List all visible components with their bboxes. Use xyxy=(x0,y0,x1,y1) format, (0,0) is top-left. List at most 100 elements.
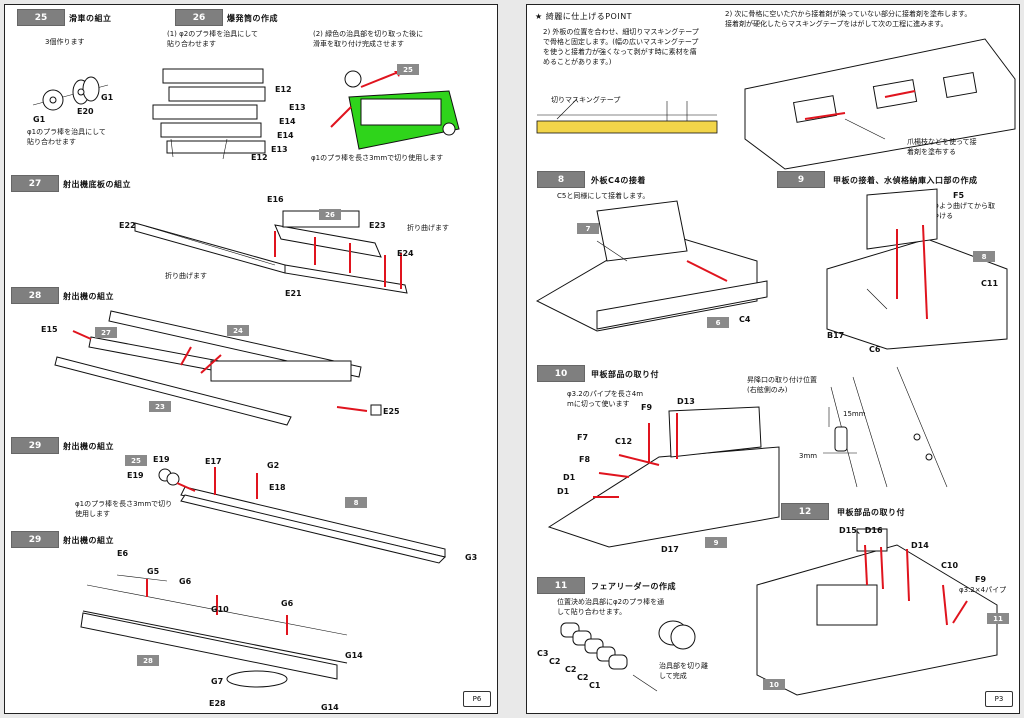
step-title-29b: 射出機の組立 xyxy=(63,536,114,545)
ref-tag-9: 9 xyxy=(705,537,727,548)
label-d14: D14 xyxy=(911,541,929,550)
s8-note: C5と同様にして接着します。 xyxy=(557,192,650,200)
label-g6: G6 xyxy=(179,577,192,586)
label-f9: F9 xyxy=(641,403,653,412)
s26-note-1: (1) φ2のプラ棒を治具にして 貼り合わせます xyxy=(167,30,259,48)
s27-fold-note-2: 折り曲げます xyxy=(165,272,207,280)
label-e6: E6 xyxy=(117,549,129,558)
label-f8: F8 xyxy=(579,455,591,464)
ref-tag-23: 23 xyxy=(149,401,171,412)
label-e19: E19 xyxy=(127,471,144,480)
label-f5: F5 xyxy=(953,191,965,200)
s26-cut-note: φ1のプラ棒を長さ3mmで切り使用します xyxy=(311,154,444,162)
hangar-entrance-diagram xyxy=(826,188,1008,350)
e25-arrow xyxy=(336,404,382,416)
label-g6: G6 xyxy=(281,599,294,608)
step-title-29a: 射出機の組立 xyxy=(63,442,114,451)
label-d1: D1 xyxy=(557,487,570,496)
label-d1: D1 xyxy=(563,473,576,482)
step-badge-11: 11 xyxy=(537,577,585,594)
label-f9: F9 xyxy=(975,575,987,584)
pulley-diagram xyxy=(32,76,109,111)
step-title-27: 射出機底板の組立 xyxy=(63,180,131,189)
ref-tag-25: 25 xyxy=(397,64,419,75)
label-e28: E28 xyxy=(209,699,226,708)
tape-diagram xyxy=(536,98,718,134)
point-note-2: 2) 次に骨格に空いた穴から接着剤が染っていない部分に接着剤を塗布します。 接着… xyxy=(725,10,972,28)
ref-tag-6: 6 xyxy=(707,317,729,328)
catapult-rail-diagram xyxy=(158,467,446,564)
fairlead-diagram xyxy=(560,620,696,692)
step-badge-10: 10 xyxy=(537,365,585,382)
label-b17: B17 xyxy=(827,331,845,340)
label-e14: E14 xyxy=(277,131,294,140)
label-e15: E15 xyxy=(41,325,58,334)
step-badge-26: 26 xyxy=(175,9,223,26)
point-note-1: 2) 外板の位置を合わせ、細切りマスキングテープ で骨格と固定します。(幅の広い… xyxy=(543,28,699,66)
s10-hatch-note: 昇降口の取り付け位置 (右舷側のみ) xyxy=(747,376,817,394)
s27-fold-note-1: 折り曲げます xyxy=(407,224,449,232)
step-title-9: 甲板の接着、水偵格納庫入口部の作成 xyxy=(833,176,978,185)
s11-note: 位置決め治具部にφ2のプラ棒を通 して貼り合わせます。 xyxy=(557,598,665,616)
label-g1: G1 xyxy=(33,115,46,124)
label-e21: E21 xyxy=(285,289,302,298)
label-e24: E24 xyxy=(397,249,414,258)
page-number: P3 xyxy=(985,691,1013,707)
hull-outer-plate-diagram xyxy=(535,200,768,332)
ref-tag-8: 8 xyxy=(973,251,995,262)
ref-tag-8: 8 xyxy=(345,497,367,508)
label-e13: E13 xyxy=(271,145,288,154)
label-c12: C12 xyxy=(615,437,633,446)
label-e18: E18 xyxy=(269,483,286,492)
ref-tag-7: 7 xyxy=(577,223,599,234)
label-c2: C2 xyxy=(577,673,589,682)
s9-note: 図のよう曲げてから取 りつける xyxy=(925,202,995,220)
glue-note: 爪楊枝などを使って接 着剤を塗布する xyxy=(907,138,977,156)
label-g2: G2 xyxy=(267,461,280,470)
label-c10: C10 xyxy=(941,561,959,570)
ref-tag-26: 26 xyxy=(319,209,341,220)
label-c2: C2 xyxy=(565,665,577,674)
ref-tag-24: 24 xyxy=(227,325,249,336)
ref-tag-27: 27 xyxy=(95,327,117,338)
label-e12: E12 xyxy=(275,85,292,94)
step-title-12: 甲板部品の取り付 xyxy=(837,508,905,517)
s10-pipe-note: φ3.2のパイプを長さ4m mに切って使います xyxy=(567,390,644,408)
tape-label: 切りマスキングテープ xyxy=(551,96,621,104)
s25-note: φ1のプラ棒を治具にして 貼り合わせます xyxy=(27,128,106,146)
label-g14: G14 xyxy=(345,651,363,660)
label-g7: G7 xyxy=(211,677,224,686)
step-badge-27: 27 xyxy=(11,175,59,192)
step-title-26: 爆発筒の作成 xyxy=(227,14,278,23)
label-e22: E22 xyxy=(119,221,136,230)
label-e14: E14 xyxy=(279,117,296,126)
deck-parts-diagram xyxy=(547,406,780,548)
s25-count-note: 3個作ります xyxy=(45,38,85,46)
page-number: P6 xyxy=(463,691,491,707)
point-title: ★ 綺麗に仕上げるPOINT xyxy=(535,12,633,21)
step-title-10: 甲板部品の取り付 xyxy=(591,370,659,379)
step-badge-25: 25 xyxy=(17,9,65,26)
green-jig-diagram xyxy=(330,70,460,150)
label-c6: C6 xyxy=(869,345,881,354)
catapult-deck-diagram xyxy=(80,574,348,688)
label-e13: E13 xyxy=(289,103,306,112)
step-badge-29b: 29 xyxy=(11,531,59,548)
hatch-position-diagram xyxy=(823,366,948,488)
s11-done-note: 治具部を切り離 して完成 xyxy=(659,662,708,680)
step-title-28: 射出機の組立 xyxy=(63,292,114,301)
label-e25: E25 xyxy=(383,407,400,416)
step-title-11: フェアリーダーの作成 xyxy=(591,582,676,591)
step-badge-12: 12 xyxy=(781,503,829,520)
right-page: ★ 綺麗に仕上げるPOINT 2) 外板の位置を合わせ、細切りマスキングテープ … xyxy=(526,4,1020,714)
dim-3mm: 3mm xyxy=(799,452,818,460)
label-d17: D17 xyxy=(661,545,679,554)
label-c4: C4 xyxy=(739,315,751,324)
label-c3: C3 xyxy=(537,649,549,658)
label-g1: G1 xyxy=(101,93,114,102)
label-e16: E16 xyxy=(267,195,284,204)
label-g5: G5 xyxy=(147,567,160,576)
ref-tag-28: 28 xyxy=(137,655,159,666)
hull-skeleton-glue-diagram xyxy=(744,38,1016,170)
left-page: 25 滑車の組立 3個作ります G1 E20 G1 φ1のプラ棒を治具にして 貼… xyxy=(4,4,498,714)
